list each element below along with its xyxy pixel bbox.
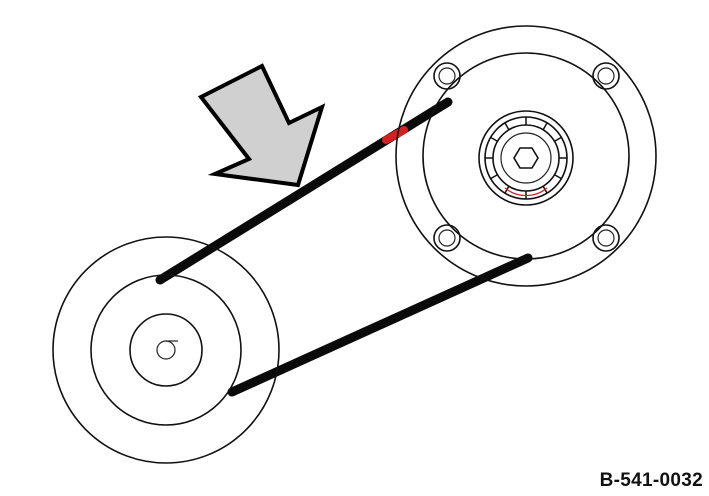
hex-socket bbox=[513, 147, 539, 169]
bolt-hole-top-right bbox=[592, 62, 620, 90]
small-pulley-inner-ring bbox=[90, 274, 242, 426]
figure-code: B-541-0032 bbox=[599, 470, 703, 491]
belt-lower-run bbox=[227, 253, 533, 397]
small-pulley-outer-rim bbox=[52, 236, 280, 464]
bolt-hole-top-left bbox=[433, 62, 461, 90]
small-pulley-bore bbox=[156, 340, 176, 360]
large-pulley-outer-rim bbox=[395, 25, 657, 287]
large-pulley-inner-ring bbox=[422, 52, 630, 260]
bolt-hole-bottom-left bbox=[433, 224, 461, 252]
small-pulley bbox=[52, 236, 280, 464]
pointer-arrow bbox=[197, 63, 326, 188]
large-pulley bbox=[395, 25, 657, 287]
belt-marker-upper bbox=[382, 126, 408, 144]
hub-marker bbox=[504, 187, 548, 197]
large-pulley-hub bbox=[478, 110, 574, 206]
bolt-hole-bottom-right bbox=[592, 224, 620, 252]
small-pulley-hub bbox=[129, 313, 203, 387]
drive-belt bbox=[155, 97, 533, 397]
